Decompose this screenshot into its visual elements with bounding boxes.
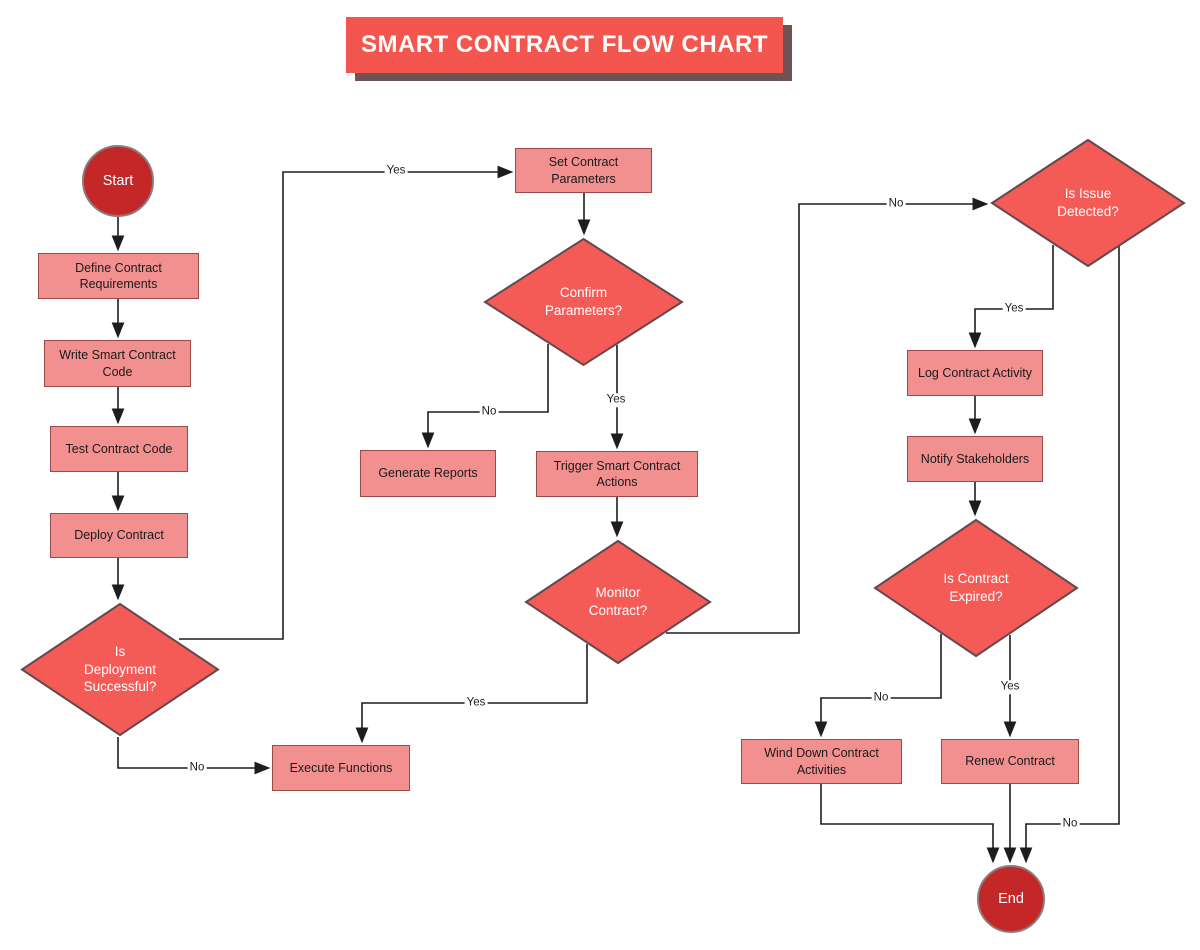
edge-deployment-no <box>117 737 271 775</box>
node-is-deployment-successful[interactable]: Is Deployment Successful? <box>20 602 220 737</box>
edge-label-confirm-no: No <box>479 405 499 419</box>
node-label: Wind Down Contract Activities <box>764 746 879 777</box>
node-label: Generate Reports <box>378 466 478 481</box>
node-label: Renew Contract <box>965 754 1055 769</box>
edge-label-issue-no: No <box>1060 817 1080 831</box>
node-label: Confirm Parameters? <box>544 285 623 318</box>
node-generate-reports[interactable]: Generate Reports <box>360 450 496 497</box>
node-label: Set Contract Parameters <box>548 155 619 186</box>
node-label: Define Contract Requirements <box>75 260 162 291</box>
node-label: Execute Functions <box>289 760 393 775</box>
node-label: Is Contract Expired? <box>943 571 1009 604</box>
node-start[interactable]: Start <box>82 145 154 217</box>
edge-label-issue-yes: Yes <box>1002 302 1026 316</box>
node-label: Monitor Contract? <box>588 585 648 618</box>
node-label: Start <box>102 173 134 189</box>
node-label: Deploy Contract <box>74 528 164 543</box>
edge-label-confirm-yes: Yes <box>604 393 628 407</box>
diamond-shape <box>483 237 684 367</box>
node-label: Is Deployment Successful? <box>83 644 157 695</box>
node-trigger-smart-contract-actions[interactable]: Trigger Smart Contract Actions <box>536 451 698 497</box>
node-label: Notify Stakeholders <box>920 451 1030 466</box>
node-label: Trigger Smart Contract Actions <box>553 458 681 489</box>
edge-deployment-yes <box>179 165 514 640</box>
edge-label-deployment-no: No <box>187 761 207 775</box>
node-monitor-contract[interactable]: Monitor Contract? <box>524 539 712 665</box>
node-deploy-contract[interactable]: Deploy Contract <box>50 513 188 558</box>
edge-label-expired-yes: Yes <box>998 680 1022 694</box>
node-write-smart-contract-code[interactable]: Write Smart Contract Code <box>44 340 191 387</box>
chart-title-banner: SMART CONTRACT FLOW CHART <box>346 17 783 73</box>
diamond-shape <box>524 539 712 665</box>
node-test-contract-code[interactable]: Test Contract Code <box>50 426 188 472</box>
node-is-issue-detected[interactable]: Is Issue Detected? <box>990 138 1186 268</box>
node-label: Write Smart Contract Code <box>59 348 176 379</box>
edge-label-monitor-no: No <box>886 197 906 211</box>
node-wind-down-contract-activities[interactable]: Wind Down Contract Activities <box>741 739 902 784</box>
node-notify-stakeholders[interactable]: Notify Stakeholders <box>907 436 1043 482</box>
node-end[interactable]: End <box>977 865 1045 933</box>
diamond-shape <box>990 138 1186 268</box>
node-label: Log Contract Activity <box>918 365 1032 380</box>
node-is-contract-expired[interactable]: Is Contract Expired? <box>873 518 1079 658</box>
edge-label-expired-no: No <box>871 691 891 705</box>
edge-wind-down-to-end <box>820 784 1000 864</box>
node-execute-functions[interactable]: Execute Functions <box>272 745 410 791</box>
chart-title: SMART CONTRACT FLOW CHART <box>360 31 769 58</box>
node-confirm-parameters[interactable]: Confirm Parameters? <box>483 237 684 367</box>
node-label: Test Contract Code <box>65 441 173 456</box>
node-define-contract-requirements[interactable]: Define Contract Requirements <box>38 253 199 299</box>
diamond-shape <box>20 602 220 737</box>
node-set-contract-parameters[interactable]: Set Contract Parameters <box>515 148 652 193</box>
node-renew-contract[interactable]: Renew Contract <box>941 739 1079 784</box>
node-log-contract-activity[interactable]: Log Contract Activity <box>907 350 1043 396</box>
node-label: Is Issue Detected? <box>1057 186 1119 219</box>
diamond-shape <box>873 518 1079 658</box>
edge-label-monitor-yes: Yes <box>464 696 488 710</box>
edge-label-deployment-yes: Yes <box>384 164 408 178</box>
node-label: End <box>998 891 1024 907</box>
